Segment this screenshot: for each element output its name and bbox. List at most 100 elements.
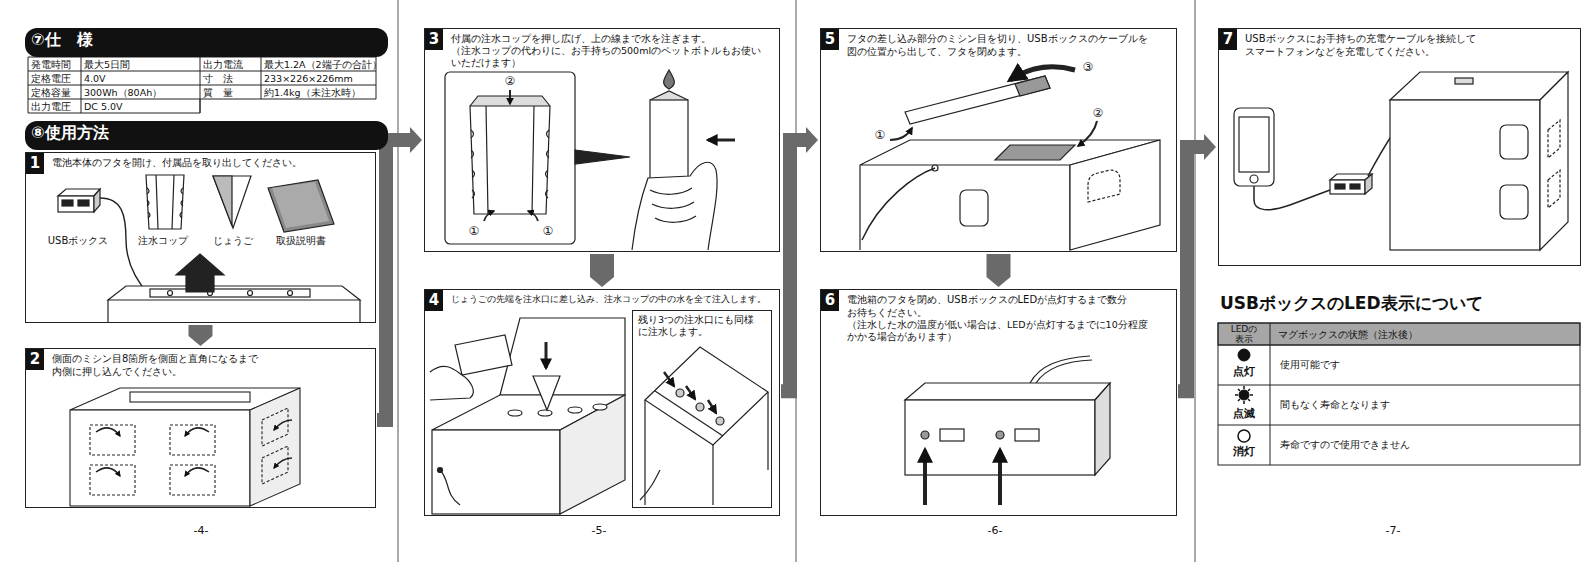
step4-illustration [568,407,582,413]
step1-illustration [78,200,89,206]
instruction-text: 電池本体のフタを開け、付属品を取り出してください。 [52,156,369,169]
step6-illustration [940,429,964,441]
step1-illustration [58,175,360,322]
text-column: フタの差し込み部分のミシン目を切り、USBボックスのケーブルを 図の位置から出し… [821,29,1176,58]
step4-illustration [432,430,560,514]
step5-illustration [905,76,1050,124]
page-number: -6- [975,524,1015,538]
table-header: LEDの 表示 [1228,324,1260,344]
step5-illustration [1015,76,1050,96]
spec-table-grid [261,57,262,99]
step7-illustration [1335,184,1345,189]
table-cell: 寿命ですので使用できません [1280,438,1570,452]
flow-arrow [1178,134,1216,391]
table-cell: 点滅 [1228,407,1260,421]
table-cell: 定格電圧 [31,72,79,85]
step4-illustration [686,386,695,399]
step-box: 4じょうごの先端を注水口に差し込み、注水コップの中の水を全て注入します。残り3つ… [424,289,780,516]
step2-illustration [262,446,288,484]
step4-illustration [560,395,625,514]
instruction-text: フタの差し込み部分のミシン目を切り、USBボックスのケーブルを 図の位置から出し… [847,32,1170,58]
step7-illustration [1330,180,1365,194]
step2-illustration [70,410,250,506]
step1-illustration [107,300,108,322]
table-cell: 点灯 [1228,365,1260,379]
part-name: じょうご [205,234,261,248]
step2-illustration [90,408,288,495]
step4-illustration [430,318,768,514]
led-symbol [1235,386,1253,404]
page-divider [1195,0,1196,562]
step7-illustration [1250,175,1258,183]
step7-illustration [1540,72,1568,250]
step5-illustration [1078,121,1097,146]
table-cell: 約1.4kg（未注水時） [264,86,374,99]
step2-illustration [96,428,120,436]
step3-illustration [509,90,511,104]
arrow-head [410,127,422,153]
step3-illustration [632,162,717,250]
instruction-text: （注水した水の温度が低い場合は、LEDが点灯するまでに10分程度 かかる場合があ… [847,319,1170,343]
step1-illustration [94,189,100,212]
step7-illustration [1390,100,1540,250]
step-number: 2 [26,349,44,370]
step7-illustration [1455,78,1473,84]
step3-illustration [575,150,630,164]
flow-arrow [987,254,1011,287]
flow-arrow [377,140,411,420]
table-cell: 300Wh（80Ah） [84,86,197,99]
step2-illustration [185,428,209,436]
text-column: 付属の注水コップを押し広げ、上の線まで水を注ぎます。（注水コップの代わりに、お手… [425,29,779,69]
step6-illustration [1036,360,1092,383]
step2-illustration [170,465,215,495]
spec-table-grid [28,85,376,86]
section-band: ⑧使用方法 [25,121,388,150]
step6-illustration [998,450,1002,505]
spec-table-grid [200,57,201,113]
spec-table-grid [81,57,82,113]
instruction-text: USBボックスにお手持ちの充電ケーブルを接続して スマートフォンなどを充電してく… [1245,32,1574,58]
step5-illustration [960,190,988,226]
instruction-text: 側面のミシン目8箇所を側面と直角になるまで 内側に押し込んでください。 [52,352,369,378]
step5-illustration [862,168,935,240]
step6-illustration [921,431,929,439]
led-symbol [1238,349,1250,361]
led-symbol [1238,430,1250,442]
step3-illustration [470,106,550,214]
flow-arrow [1178,147,1205,391]
step-number: 5 [821,29,839,50]
step7-illustration [1548,120,1560,208]
step4-illustration [430,366,473,400]
page-number: -5- [579,524,619,538]
led-table-grid [1218,385,1580,386]
spec-table-grid [28,71,376,72]
step-number: 4 [425,290,443,311]
step1-illustration [58,189,100,196]
step1-illustration [268,180,334,232]
step4-illustration [438,468,443,473]
step2-illustration [70,388,300,506]
step-number: 7 [1219,29,1237,50]
step5-illustration [1010,67,1075,80]
step2-illustration [274,420,292,430]
table-cell: 寸 法 [203,72,258,85]
callout-number: ① [466,224,482,238]
callout-number: ① [872,128,888,142]
text-column: 側面のミシン目8箇所を側面と直角になるまで 内側に押し込んでください。 [26,349,375,378]
callout-number: ① [540,224,556,238]
step2-illustration [96,420,292,476]
step4-illustration [655,391,723,436]
text-column: 電池箱のフタを閉め、USBボックスのLEDが点灯するまで数分 お待ちください。（… [821,290,1176,343]
step7-illustration [1365,174,1372,194]
step5-illustration [859,165,860,250]
step-box: 3付属の注水コップを押し広げ、上の線まで水を注ぎます。（注水コップの代わりに、お… [424,28,780,252]
text-column: USBボックスにお手持ちの充電ケーブルを接続して スマートフォンなどを充電してく… [1219,29,1580,58]
flow-arrow [987,254,1011,287]
led-table-grid [1218,323,1580,345]
step2-illustration [185,468,209,476]
instruction-text: （注水コップの代わりに、お手持ちの500mlのペットボトルもお使い いただけます… [451,45,773,69]
step1-illustration [108,286,360,300]
spec-table-grid [28,99,200,100]
arrow-head [806,127,818,153]
step-number: 6 [821,290,839,311]
